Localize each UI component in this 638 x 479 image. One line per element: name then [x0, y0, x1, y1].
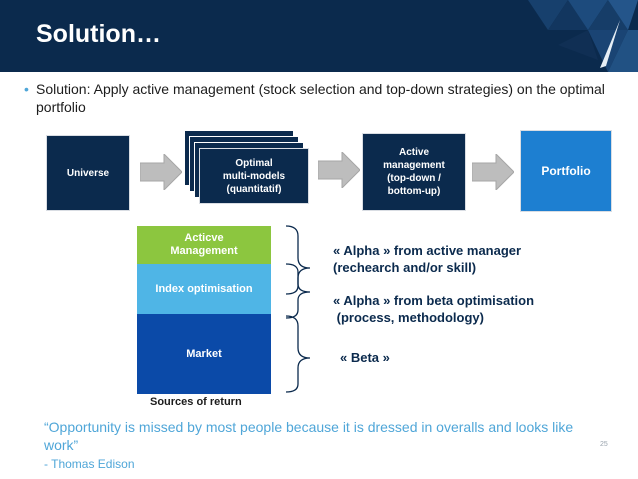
brace-icon [285, 225, 311, 393]
brace-icon [285, 263, 311, 319]
active-line-2: management [383, 160, 445, 171]
optimal-multi-models-box: Optimal multi-models (quantitatif) [199, 148, 309, 204]
source-index-label: Index optimisation [155, 282, 253, 295]
active-line-1: Active [398, 147, 429, 158]
universe-label: Universe [66, 167, 110, 179]
arrow-right-icon [472, 154, 514, 190]
optimal-line-2: multi-models [222, 170, 286, 182]
alpha-beta-line-1: « Alpha » from beta optimisation [333, 293, 535, 308]
source-active-line-2: Management [170, 245, 238, 257]
portfolio-box: Portfolio [520, 130, 612, 212]
header-bar: Solution… [0, 0, 638, 72]
active-management-box: Active management (top-down / bottom-up) [362, 133, 466, 211]
beta-label: « Beta » [340, 350, 390, 365]
quote-text: “Opportunity is missed by most people be… [44, 419, 574, 453]
optimal-line-1: Optimal [235, 157, 273, 169]
active-management-source: Acticve Management [137, 226, 271, 264]
alpha-beta-line-2: (process, methodology) [333, 310, 484, 325]
active-line-4: bottom-up) [387, 186, 441, 197]
sources-of-return-label: Sources of return [150, 396, 242, 408]
market-source: Market [137, 314, 271, 394]
universe-box: Universe [46, 135, 130, 211]
slide-title: Solution… [36, 20, 161, 48]
active-line-3: (top-down / [387, 173, 441, 184]
decorative-triangles [528, 0, 638, 72]
bullet-text: Solution: Apply active management (stock… [36, 81, 605, 115]
source-market-label: Market [186, 347, 222, 360]
page-number: 25 [600, 441, 608, 448]
source-active-line-1: Acticve [184, 232, 224, 244]
optimal-line-3: (quantitatif) [226, 183, 282, 195]
portfolio-label: Portfolio [541, 163, 591, 178]
alpha-manager-line-1: « Alpha » from active manager [333, 243, 522, 258]
alpha-manager-line-2: (rechearch and/or skill) [333, 260, 477, 275]
quote-author: - Thomas Edison [44, 457, 135, 471]
index-optimisation-source: Index optimisation [137, 264, 271, 314]
arrow-right-icon [318, 152, 360, 188]
bullet-dot: • [24, 81, 29, 97]
arrow-right-icon [140, 154, 182, 190]
